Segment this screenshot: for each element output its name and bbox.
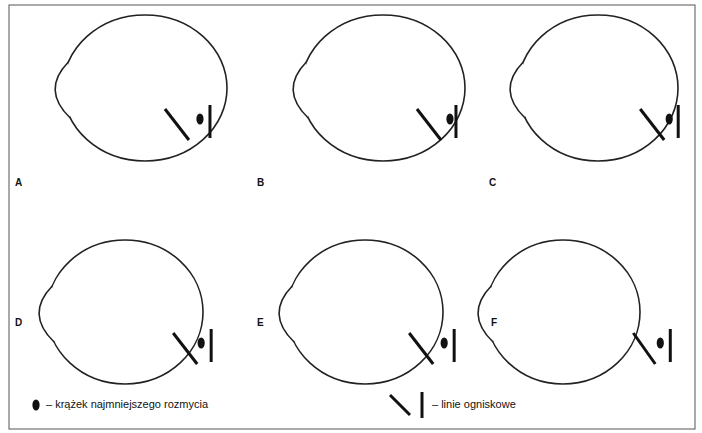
panel-letter: E <box>257 318 264 328</box>
focal-line <box>633 333 655 364</box>
focal-line <box>417 109 441 140</box>
least-confusion-circle <box>666 114 673 125</box>
cornea-outline <box>279 286 294 342</box>
eye-outline <box>301 15 465 161</box>
least-confusion-circle <box>446 114 453 125</box>
focal-line <box>454 105 457 138</box>
least-confusion-circle <box>657 338 664 349</box>
focal-line <box>208 105 211 138</box>
least-confusion-circle <box>441 338 448 349</box>
least-confusion-circle <box>196 114 203 125</box>
cornea-outline <box>510 62 525 118</box>
legend-text: – krążek najmniejszego rozmycia <box>46 399 208 410</box>
eye-outline <box>486 240 640 384</box>
focal-line <box>210 329 213 362</box>
legend-text: – linie ogniskowe <box>432 399 516 410</box>
panel-letter: C <box>489 178 496 188</box>
frame-border <box>9 5 695 429</box>
eye-outline <box>518 15 678 161</box>
legend-sample <box>390 395 410 415</box>
eye-outline <box>47 240 203 384</box>
focal-line <box>677 105 680 138</box>
focal-line <box>165 109 189 140</box>
focal-line <box>409 333 433 364</box>
cornea-outline <box>478 286 493 342</box>
eye-outline <box>63 15 227 161</box>
panel-letter: F <box>491 318 497 328</box>
legend-sample <box>32 400 39 411</box>
legend-sample <box>421 392 424 418</box>
focal-line <box>173 333 197 364</box>
cornea-outline <box>39 286 54 342</box>
least-confusion-circle <box>198 338 205 349</box>
eye-outline <box>287 240 443 384</box>
panel-letter: B <box>257 178 264 188</box>
panel-letter: D <box>15 318 22 328</box>
cornea-outline <box>293 62 308 118</box>
cornea-outline <box>55 62 70 118</box>
panel-letter: A <box>15 178 22 188</box>
focal-line <box>640 109 664 140</box>
focal-line <box>669 329 672 362</box>
focal-line <box>453 329 456 362</box>
